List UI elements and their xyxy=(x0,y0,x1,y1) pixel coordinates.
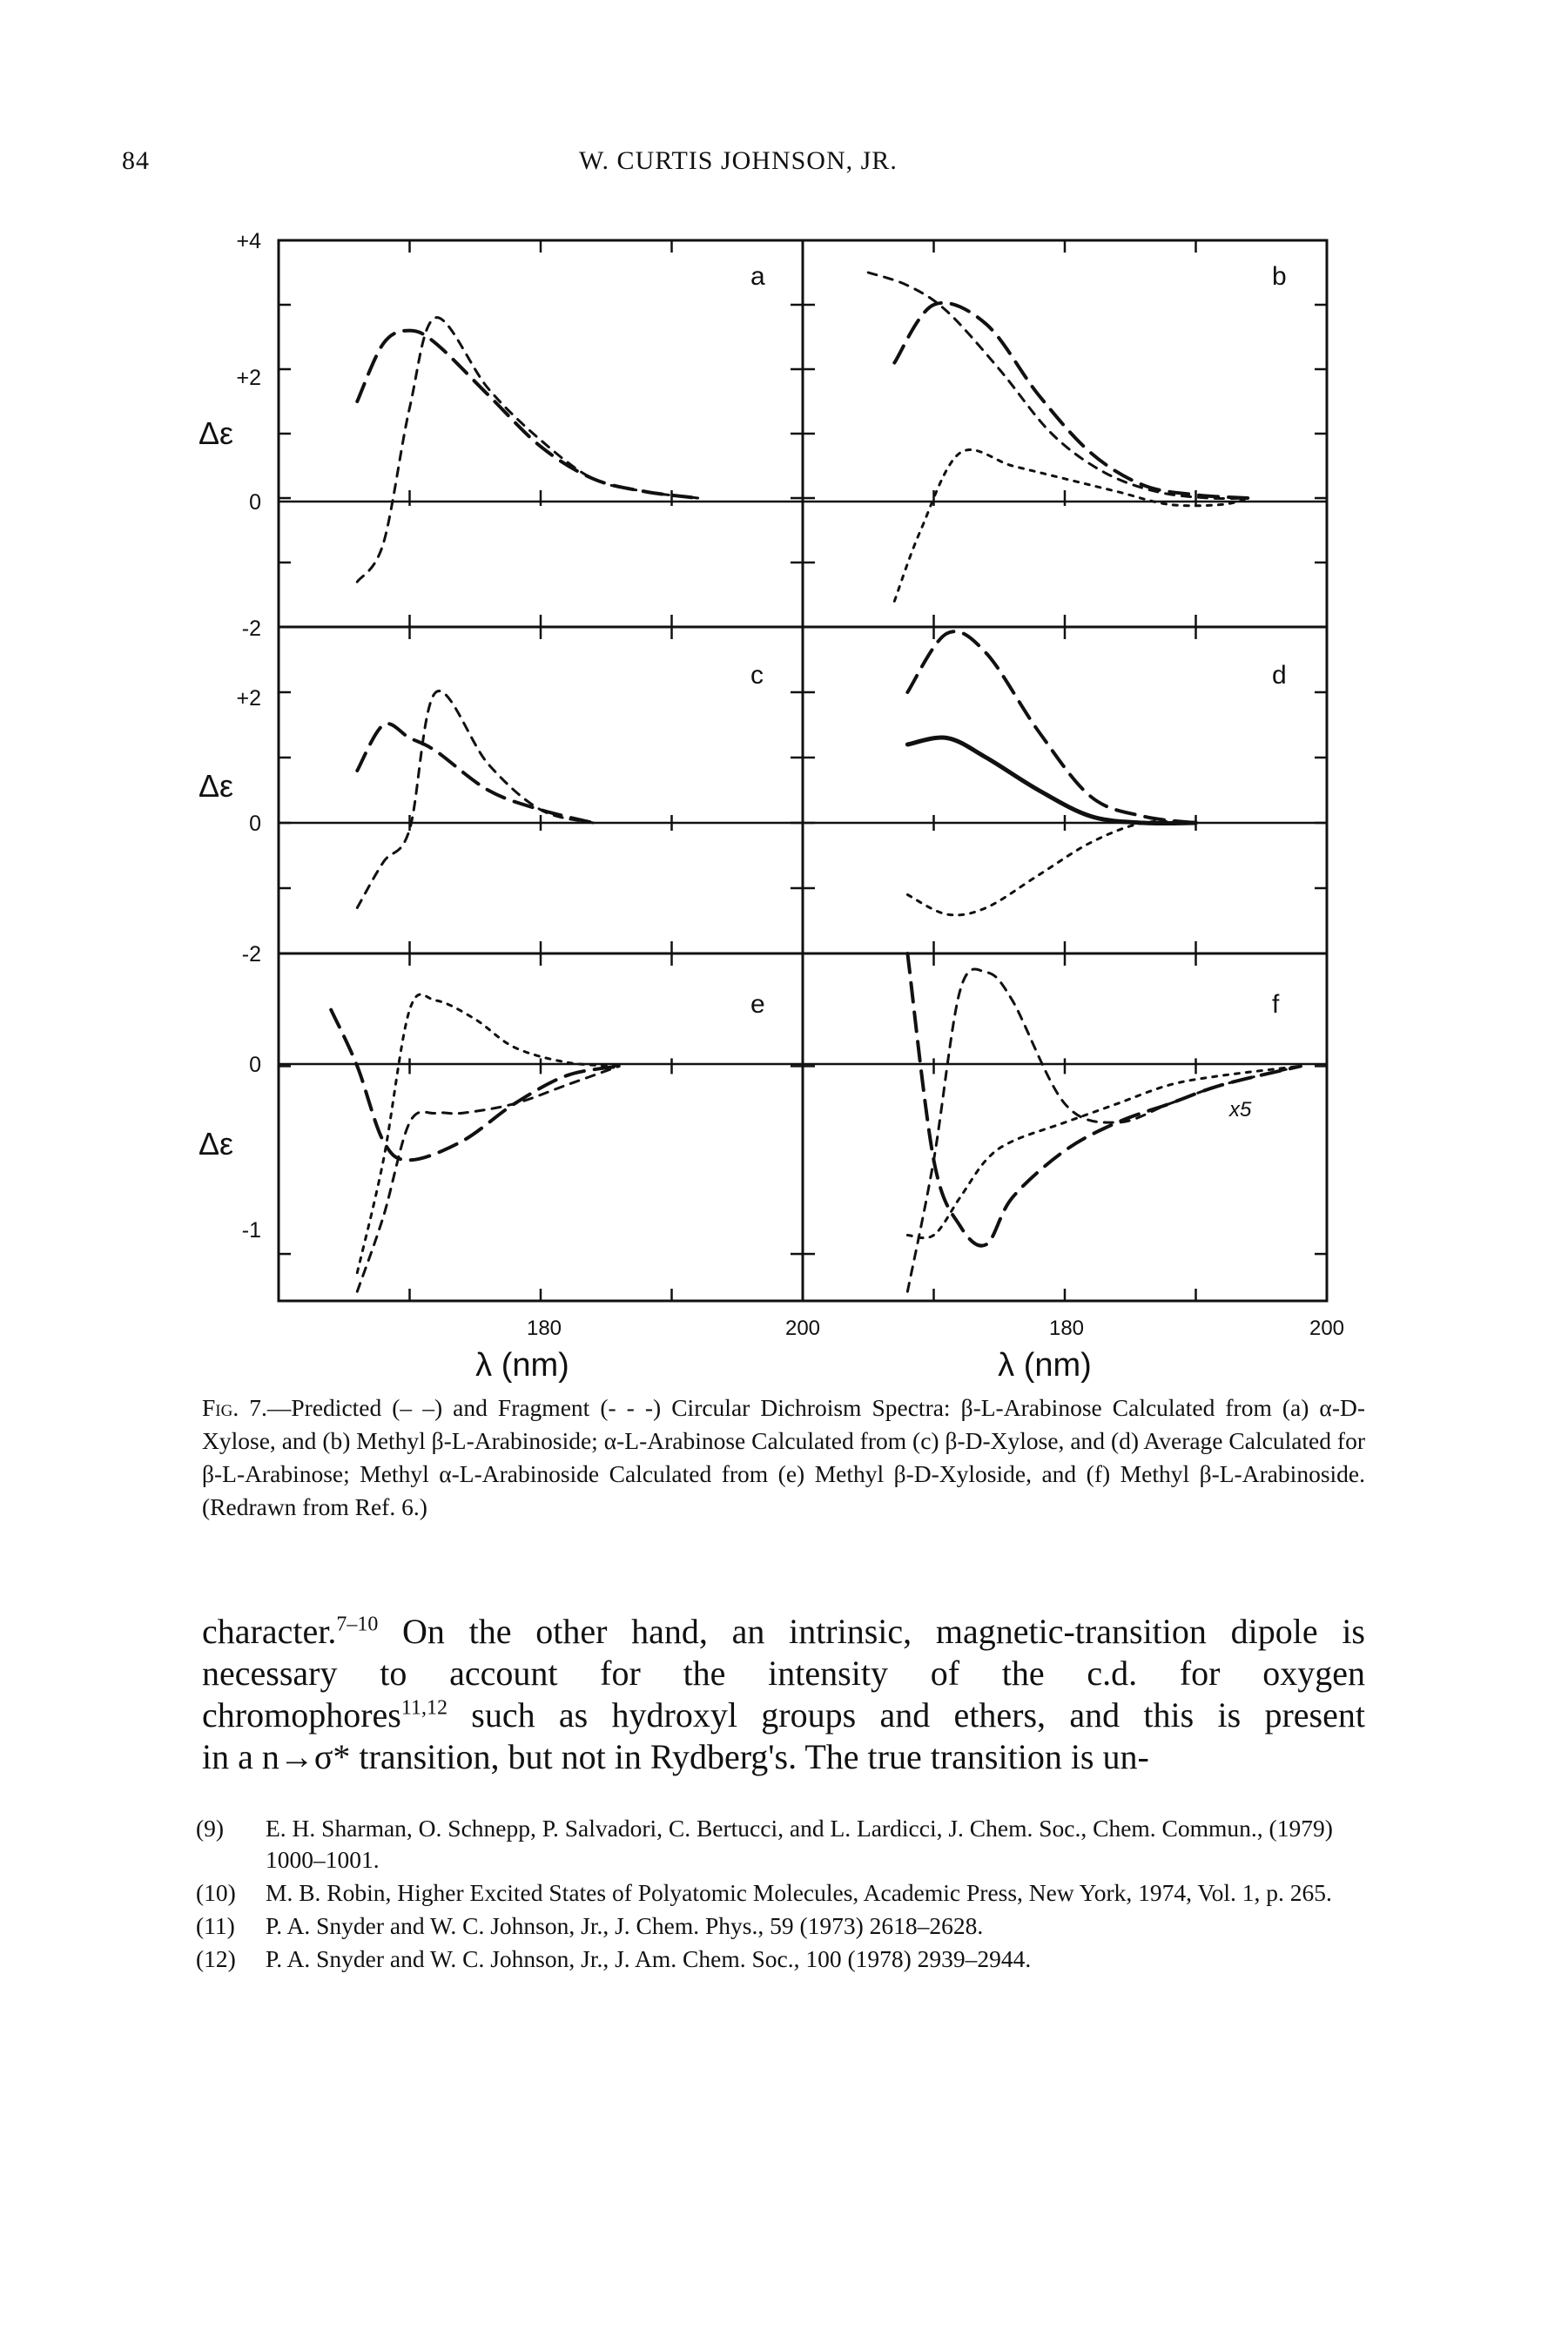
ytick-row1-0: 0 xyxy=(249,490,261,515)
ytick-row1-p2: +2 xyxy=(236,366,261,390)
panel-label-d: d xyxy=(1272,661,1287,690)
page-header: 84 W. CURTIS JOHNSON, JR. xyxy=(122,146,1376,181)
body-line: character.7–10 On the other hand, an int… xyxy=(202,1611,1365,1653)
reference-number: (10) xyxy=(196,1879,236,1906)
ytick-row1-p4: +4 xyxy=(236,229,261,253)
panel-b-series-3-line xyxy=(892,448,1250,603)
y-axis-label-row2: Δε xyxy=(199,768,233,804)
ytick-row3-m1: -1 xyxy=(242,1218,261,1243)
xtick-right-180: 180 xyxy=(1049,1317,1084,1340)
reference-list: (9) E. H. Sharman, O. Schnepp, P. Salvado… xyxy=(196,1813,1367,1977)
reference-item: (11) P. A. Snyder and W. C. Johnson, Jr.,… xyxy=(196,1910,1367,1942)
citation-superscript: 11,12 xyxy=(400,1696,448,1720)
page-number: 84 xyxy=(122,146,150,175)
x-axis-label-right: λ (nm) xyxy=(998,1347,1092,1384)
panel-e-series-3-line xyxy=(355,993,621,1275)
panel-c-series-2-line xyxy=(355,690,595,909)
body-line: chromophores11,12 such as hydroxyl group… xyxy=(202,1694,1365,1736)
reference-text: M. B. Robin, Higher Excited States of Po… xyxy=(266,1879,1332,1906)
body-text-run: On the other hand, an intrinsic, magneti… xyxy=(378,1612,1365,1651)
panel-b-series-2-line xyxy=(866,271,1250,501)
y-axis-label-row1: Δε xyxy=(199,415,233,451)
figure-caption-text: —Predicted (– –) and Fragment (- - -) Ci… xyxy=(202,1394,1366,1520)
ytick-row3-0: 0 xyxy=(249,1053,261,1077)
panel-a-series-2-line xyxy=(355,316,700,583)
citation-superscript: 7–10 xyxy=(336,1613,379,1636)
reference-text: E. H. Sharman, O. Schnepp, P. Salvadori,… xyxy=(266,1815,1333,1873)
reference-number: (9) xyxy=(196,1815,225,1842)
panel-c-series-1-line xyxy=(355,722,596,825)
panel-b-series-1-line xyxy=(892,300,1250,500)
panel-e-series-2-line xyxy=(355,1064,621,1293)
reference-item: (12) P. A. Snyder and W. C. Johnson, Jr.,… xyxy=(196,1943,1367,1975)
figure-frame xyxy=(277,239,1329,1303)
reference-text: P. A. Snyder and W. C. Johnson, Jr., J. … xyxy=(266,1912,984,1939)
ytick-row2-0: 0 xyxy=(249,812,261,836)
reference-number: (12) xyxy=(196,1945,236,1972)
panel-label-c: c xyxy=(750,661,764,690)
figure-caption-label: Fig. 7. xyxy=(202,1394,267,1421)
panel-label-f: f xyxy=(1272,990,1280,1019)
body-paragraph: character.7–10 On the other hand, an int… xyxy=(202,1611,1365,1778)
panel-a-series-1-line xyxy=(355,328,700,500)
body-text-run: such as hydroxyl groups and ethers, and … xyxy=(447,1695,1365,1735)
body-text-run: chromophores xyxy=(202,1695,401,1735)
reference-number: (11) xyxy=(196,1912,235,1939)
ytick-row2-m2: -2 xyxy=(242,942,261,967)
x-axis-label-left: λ (nm) xyxy=(475,1347,569,1384)
reference-item: (10) M. B. Robin, Higher Excited States o… xyxy=(196,1877,1367,1909)
ytick-row2-p2: +2 xyxy=(236,686,261,711)
ytick-row1-m2: -2 xyxy=(242,616,261,641)
xtick-left-200: 200 xyxy=(785,1317,820,1340)
panel-label-a: a xyxy=(750,262,765,291)
panel-f-series-2-line xyxy=(905,967,1302,1293)
panel-e-series-1-line xyxy=(329,1007,622,1162)
body-line: in a n→σ* transition, but not in Rydberg… xyxy=(202,1737,1149,1776)
scale-annotation-x5: x5 xyxy=(1228,1098,1252,1122)
panel-label-b: b xyxy=(1272,262,1287,291)
body-text-run: character. xyxy=(202,1612,337,1651)
cd-spectra-figure: +4 +2 0 -2 +2 0 -2 0 -1 Δε Δε Δε a b c d… xyxy=(199,229,1344,1384)
y-axis-label-row3: Δε xyxy=(199,1126,233,1162)
reference-item: (9) E. H. Sharman, O. Schnepp, P. Salvado… xyxy=(196,1813,1367,1876)
reference-text: P. A. Snyder and W. C. Johnson, Jr., J. … xyxy=(266,1945,1032,1972)
panel-d-series-2-line xyxy=(905,630,1198,825)
running-head: W. CURTIS JOHNSON, JR. xyxy=(579,146,898,175)
panel-d-series-3-line xyxy=(905,819,1197,917)
body-line: necessary to account for the intensity o… xyxy=(202,1654,1365,1693)
panel-label-e: e xyxy=(750,990,765,1019)
panel-f-series-3-line xyxy=(905,1064,1302,1240)
figure-curves xyxy=(329,271,1302,1293)
figure-caption: Fig. 7.—Predicted (– –) and Fragment (- … xyxy=(202,1391,1365,1524)
figure-ticks xyxy=(279,240,1327,1301)
xtick-left-180: 180 xyxy=(527,1317,562,1340)
xtick-right-200: 200 xyxy=(1309,1317,1344,1340)
